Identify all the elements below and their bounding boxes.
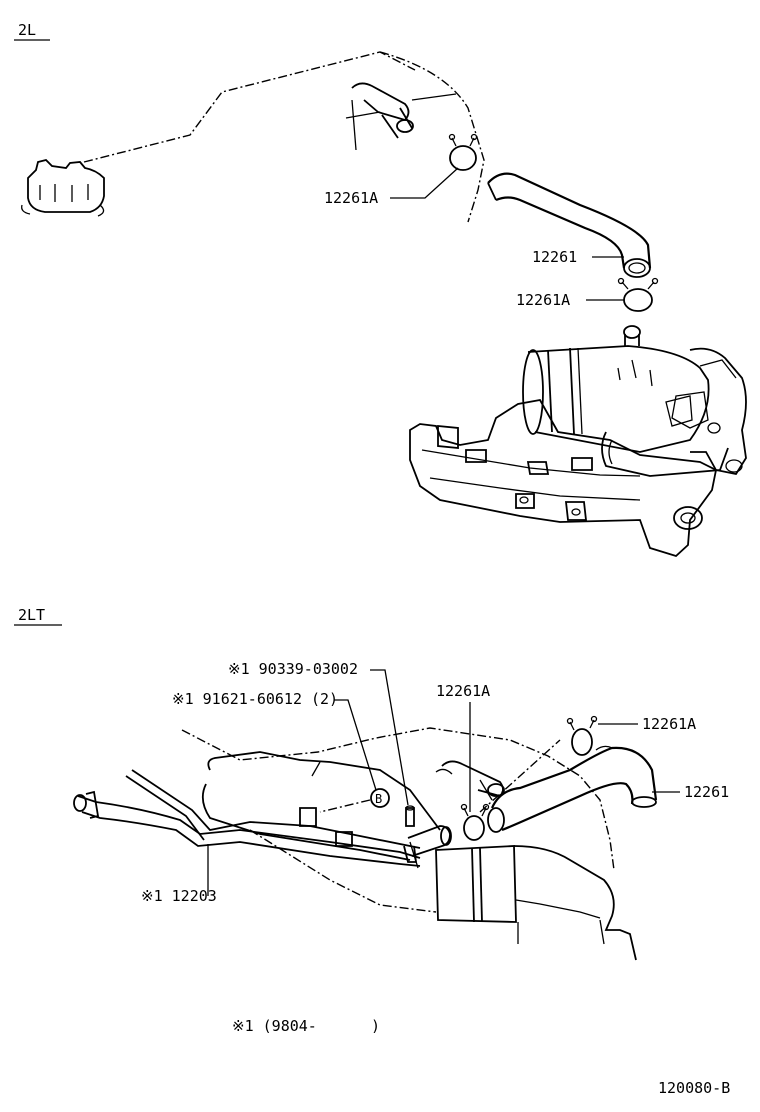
clamp-lower <box>617 277 659 312</box>
breather-nipple <box>345 82 457 151</box>
section-2lt: 2LT ※1 90339-03002 ※1 91621-60612 (2) 12… <box>14 606 729 961</box>
figure-id: 120080-B <box>658 1079 730 1097</box>
leader-bolt <box>334 699 377 791</box>
callout-91621-60612: ※1 91621-60612 (2) <box>172 690 338 708</box>
callout-12261a-center: 12261A <box>436 682 490 700</box>
plug-bolt <box>405 805 415 827</box>
hose-top <box>487 172 652 278</box>
callout-90339-03002: ※1 90339-03002 <box>228 660 358 678</box>
engine-outline-dash <box>181 727 615 871</box>
engine-outline-dash-lower <box>249 829 437 913</box>
callout-12261-top: 12261 <box>532 248 577 266</box>
leader-plug <box>370 669 409 806</box>
turbo-outlet <box>435 845 637 961</box>
clamp-bottom-right <box>566 715 598 756</box>
intake-manifold <box>409 325 747 558</box>
callout-12261a-upper: 12261A <box>324 189 378 207</box>
ref-marker-b-label: B <box>375 792 382 806</box>
ref-marker-b: B <box>319 788 390 813</box>
callout-12203: ※1 12203 <box>141 887 217 905</box>
clamp-upper <box>448 133 478 171</box>
oil-filler-cap <box>21 159 105 217</box>
breather-nipple-bottom <box>441 760 505 801</box>
section-2l: 2L 12261A <box>14 21 747 558</box>
vent-pipe <box>73 769 452 869</box>
pipe-brackets <box>299 807 353 847</box>
section-title-2lt: 2LT <box>18 606 45 624</box>
callout-12261a-right: 12261A <box>642 715 696 733</box>
footnote: ※1 (9804- ) <box>232 1017 380 1035</box>
valve-cover-outline <box>379 51 485 223</box>
head-cover <box>201 751 453 861</box>
leader-cap <box>83 51 416 163</box>
callout-12261-bottom: 12261 <box>684 783 729 801</box>
callout-12261a-lower: 12261A <box>516 291 570 309</box>
leader-clamp-dash <box>479 739 561 813</box>
hose-bottom <box>487 745 658 833</box>
leader-12261a-upper <box>390 167 459 199</box>
section-title-2l: 2L <box>18 21 36 39</box>
clamp-bottom-center <box>460 803 490 841</box>
